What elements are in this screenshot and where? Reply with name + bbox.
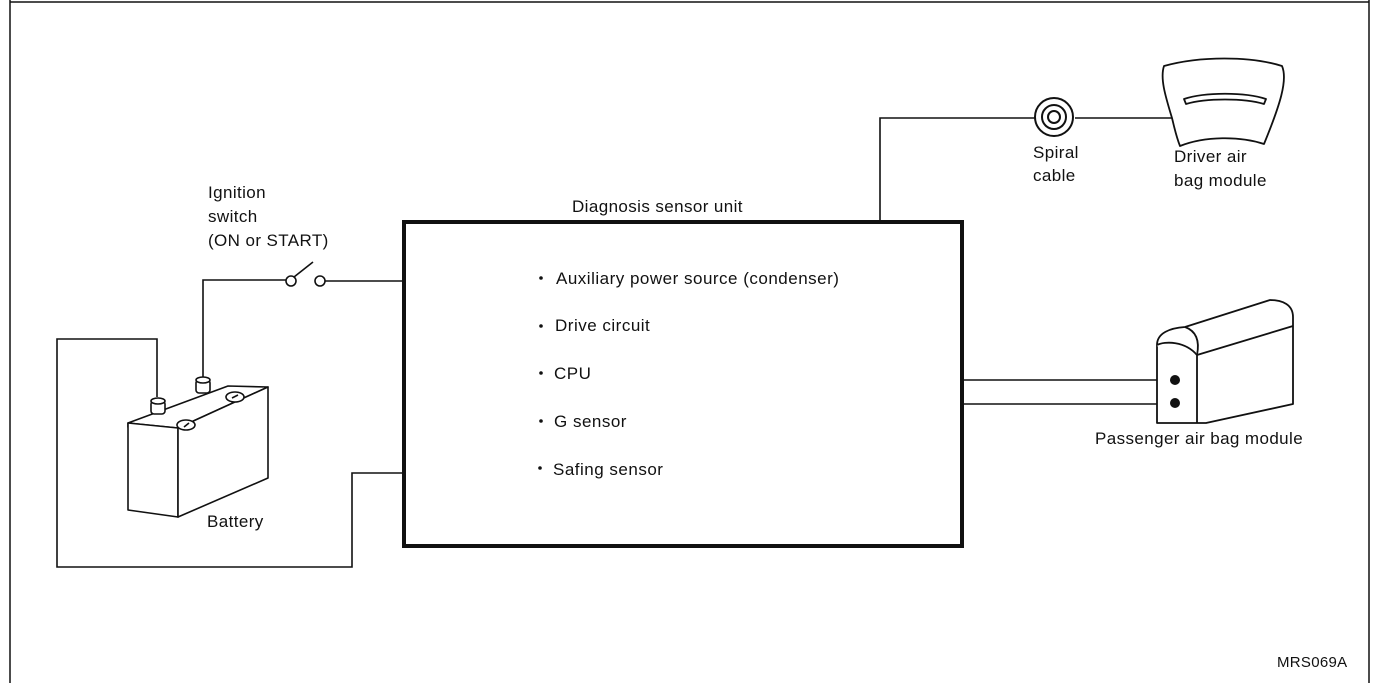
driver-air-bag-module xyxy=(1161,57,1285,147)
figure-code: MRS069A xyxy=(1277,654,1347,671)
unit-item-text: Drive circuit xyxy=(555,316,650,335)
list-item: CPU xyxy=(539,364,591,383)
passenger-label: Passenger air bag module xyxy=(1095,429,1303,448)
ignition-label-line3: (ON or START) xyxy=(208,231,329,250)
driver-label-line2: bag module xyxy=(1174,171,1267,190)
wire-battery-to-switch xyxy=(202,279,287,377)
passenger-connector-dots xyxy=(1170,375,1180,408)
spiral-label-line2: cable xyxy=(1033,166,1076,185)
wires xyxy=(56,117,1174,568)
unit-item-list: Auxiliary power source (condenser) Drive… xyxy=(538,269,839,479)
list-item: Auxiliary power source (condenser) xyxy=(539,269,839,288)
list-item: Safing sensor xyxy=(538,460,663,479)
bullet xyxy=(539,371,543,375)
ignition-label-line2: switch xyxy=(208,207,258,226)
ignition-switch xyxy=(285,261,326,287)
diagnosis-sensor-unit xyxy=(402,220,964,548)
wire-unit-to-spiral xyxy=(879,117,1035,222)
spiral-label-line1: Spiral xyxy=(1033,143,1079,162)
labels: Ignition switch (ON or START) Battery Di… xyxy=(207,143,1347,671)
bullet xyxy=(539,276,543,280)
unit-item-text: CPU xyxy=(554,364,591,383)
driver-label-line1: Driver air xyxy=(1174,147,1247,166)
unit-item-text: Auxiliary power source (condenser) xyxy=(556,269,839,288)
bullet xyxy=(539,419,543,423)
list-item: Drive circuit xyxy=(539,316,650,335)
unit-item-text: Safing sensor xyxy=(553,460,663,479)
ignition-label-line1: Ignition xyxy=(208,183,266,202)
unit-item-text: G sensor xyxy=(554,412,627,431)
wire-battery-ground xyxy=(56,338,404,568)
battery-label: Battery xyxy=(207,512,264,531)
unit-title: Diagnosis sensor unit xyxy=(572,197,743,216)
outer-frame xyxy=(9,0,1370,683)
spiral-cable xyxy=(1034,97,1074,137)
bullet xyxy=(538,466,542,470)
battery xyxy=(127,376,269,518)
list-item: G sensor xyxy=(539,412,627,431)
bullet xyxy=(539,324,543,328)
